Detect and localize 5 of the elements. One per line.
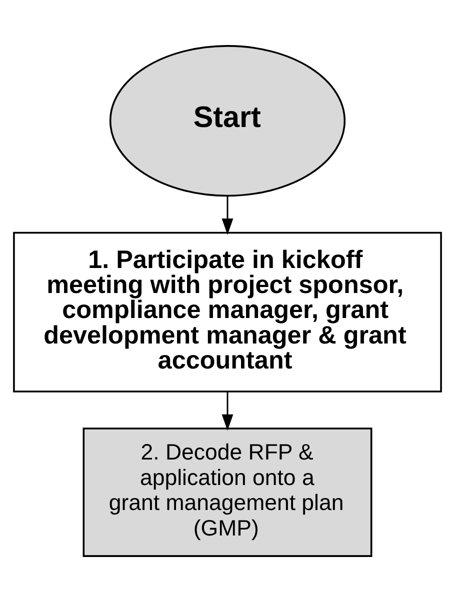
node-box: 1. Participate in kickoff meeting with project sponsor, compliance manager, grant development manager & grant accountant <box>13 231 442 392</box>
node-box: 2. Decode RFP & application onto a grant management plan (GMP) <box>82 427 372 556</box>
node-ellipse: Start <box>109 44 346 196</box>
arrow <box>222 196 234 234</box>
arrow <box>222 391 234 430</box>
